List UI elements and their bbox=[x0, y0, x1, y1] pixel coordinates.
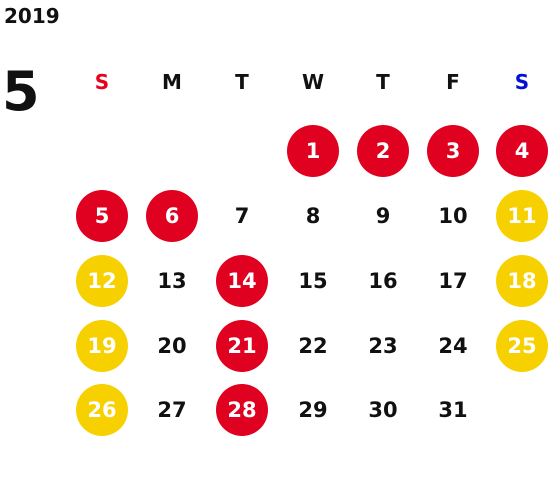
day-cell: 13 bbox=[157, 269, 187, 293]
weekday-tue: T bbox=[235, 70, 249, 94]
day-cell: 29 bbox=[298, 398, 328, 422]
day-cell: 15 bbox=[298, 269, 328, 293]
weekday-thu: T bbox=[376, 70, 390, 94]
weekday-sat: S bbox=[514, 70, 530, 94]
month-number: 5 bbox=[2, 60, 40, 123]
day-cell: 27 bbox=[157, 398, 187, 422]
day-cell: 31 bbox=[438, 398, 468, 422]
day-cell-holiday: 14 bbox=[216, 255, 268, 307]
day-cell-holiday: 2 bbox=[357, 125, 409, 177]
day-cell: 30 bbox=[368, 398, 398, 422]
day-cell: 20 bbox=[157, 334, 187, 358]
day-cell-holiday: 28 bbox=[216, 384, 268, 436]
weekday-mon: M bbox=[162, 70, 182, 94]
day-cell: 17 bbox=[438, 269, 468, 293]
day-cell: 24 bbox=[438, 334, 468, 358]
day-cell: 7 bbox=[234, 204, 250, 228]
day-cell-holiday: 6 bbox=[146, 190, 198, 242]
day-cell: 8 bbox=[305, 204, 321, 228]
day-cell-weekend: 19 bbox=[76, 320, 128, 372]
weekday-wed: W bbox=[301, 70, 325, 94]
day-cell-weekend: 11 bbox=[496, 190, 548, 242]
day-cell-weekend: 25 bbox=[496, 320, 548, 372]
day-cell: 16 bbox=[368, 269, 398, 293]
day-cell-holiday: 1 bbox=[287, 125, 339, 177]
day-cell: 23 bbox=[368, 334, 398, 358]
weekday-sun: S bbox=[94, 70, 110, 94]
day-cell-weekend: 26 bbox=[76, 384, 128, 436]
day-cell-holiday: 4 bbox=[496, 125, 548, 177]
day-cell-holiday: 21 bbox=[216, 320, 268, 372]
day-cell-weekend: 12 bbox=[76, 255, 128, 307]
day-cell-weekend: 18 bbox=[496, 255, 548, 307]
day-cell: 22 bbox=[298, 334, 328, 358]
day-cell: 10 bbox=[438, 204, 468, 228]
day-cell-holiday: 3 bbox=[427, 125, 479, 177]
day-cell-holiday: 5 bbox=[76, 190, 128, 242]
weekday-fri: F bbox=[446, 70, 460, 94]
year-label: 2019 bbox=[4, 4, 60, 28]
day-cell: 9 bbox=[375, 204, 391, 228]
